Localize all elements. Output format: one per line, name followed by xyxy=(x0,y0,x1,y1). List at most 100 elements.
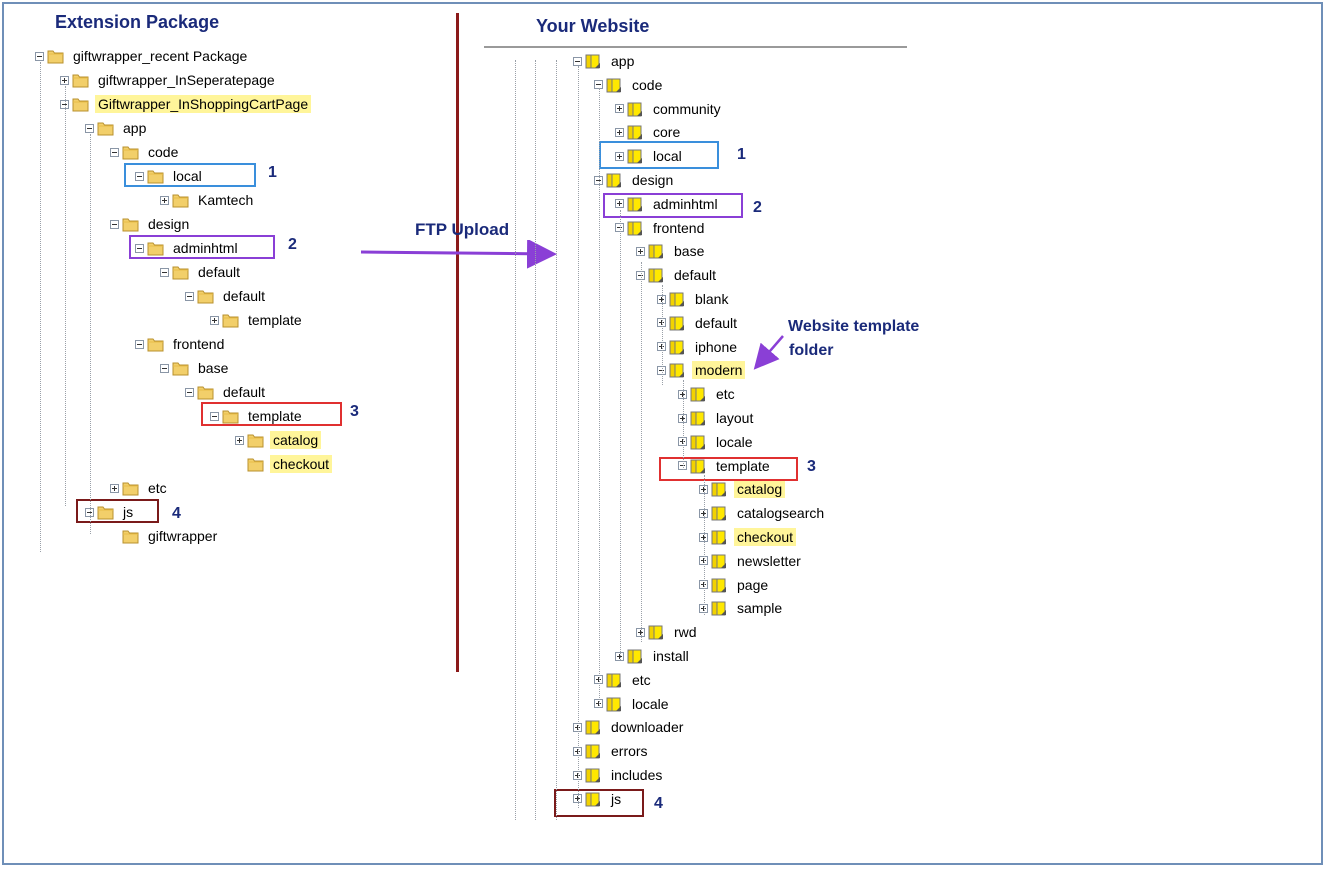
tree-item[interactable]: code xyxy=(110,142,181,162)
tree-item[interactable]: default xyxy=(185,382,268,402)
tree-item[interactable]: frontend xyxy=(135,334,227,354)
collapse-icon[interactable] xyxy=(210,411,219,421)
expand-icon[interactable] xyxy=(699,532,708,542)
expand-icon[interactable] xyxy=(573,722,582,732)
tree-item[interactable]: design xyxy=(594,170,676,190)
expand-icon[interactable] xyxy=(678,389,687,399)
expand-icon[interactable] xyxy=(636,246,645,256)
tree-item[interactable]: js xyxy=(85,502,136,522)
collapse-icon[interactable] xyxy=(135,171,144,181)
collapse-icon[interactable] xyxy=(85,507,94,517)
tree-item[interactable]: errors xyxy=(573,741,651,761)
tree-item[interactable]: etc xyxy=(110,478,170,498)
tree-item[interactable]: base xyxy=(160,358,231,378)
tree-item[interactable]: rwd xyxy=(636,622,700,642)
tree-item[interactable]: app xyxy=(85,118,149,138)
tree-item[interactable]: blank xyxy=(657,289,731,309)
collapse-icon[interactable] xyxy=(185,291,194,301)
expand-icon[interactable] xyxy=(615,127,624,137)
expand-icon[interactable] xyxy=(594,675,603,685)
tree-item[interactable]: community xyxy=(615,99,724,119)
tree-item[interactable]: core xyxy=(615,122,683,142)
expand-icon[interactable] xyxy=(615,651,624,661)
tree-item[interactable]: iphone xyxy=(657,337,740,357)
tree-item[interactable]: modern xyxy=(657,360,746,380)
tree-item[interactable]: etc xyxy=(678,384,738,404)
tree-item[interactable]: local xyxy=(135,166,205,186)
tree-item[interactable]: locale xyxy=(678,432,756,452)
expand-icon[interactable] xyxy=(160,195,169,205)
tree-item[interactable]: catalogsearch xyxy=(699,503,827,523)
expand-icon[interactable] xyxy=(60,75,69,85)
collapse-icon[interactable] xyxy=(573,56,582,66)
tree-item[interactable]: base xyxy=(636,241,707,261)
tree-item[interactable]: design xyxy=(110,214,192,234)
tree-item[interactable]: checkout xyxy=(235,454,333,474)
collapse-icon[interactable] xyxy=(615,223,624,233)
collapse-icon[interactable] xyxy=(110,219,119,229)
collapse-icon[interactable] xyxy=(636,270,645,280)
collapse-icon[interactable] xyxy=(60,99,69,109)
tree-item[interactable]: locale xyxy=(594,694,672,714)
collapse-icon[interactable] xyxy=(160,267,169,277)
tree-item[interactable]: catalog xyxy=(699,479,786,499)
collapse-icon[interactable] xyxy=(110,147,119,157)
tree-item[interactable]: default xyxy=(657,313,740,333)
expand-icon[interactable] xyxy=(636,627,645,637)
collapse-icon[interactable] xyxy=(594,80,603,90)
tree-item[interactable]: local xyxy=(615,146,685,166)
collapse-icon[interactable] xyxy=(135,243,144,253)
tree-item[interactable]: newsletter xyxy=(699,551,804,571)
tree-item[interactable]: downloader xyxy=(573,717,686,737)
tree-item[interactable]: adminhtml xyxy=(615,194,721,214)
expand-icon[interactable] xyxy=(699,580,708,590)
expand-icon[interactable] xyxy=(210,315,219,325)
expand-icon[interactable] xyxy=(699,484,708,494)
expand-icon[interactable] xyxy=(699,556,708,566)
expand-icon[interactable] xyxy=(573,794,582,804)
expand-icon[interactable] xyxy=(657,294,666,304)
collapse-icon[interactable] xyxy=(35,51,44,61)
tree-item[interactable]: adminhtml xyxy=(135,238,241,258)
expand-icon[interactable] xyxy=(615,151,624,161)
tree-item[interactable]: catalog xyxy=(235,430,322,450)
tree-item[interactable]: default xyxy=(160,262,243,282)
collapse-icon[interactable] xyxy=(160,363,169,373)
tree-item[interactable]: default xyxy=(636,265,719,285)
expand-icon[interactable] xyxy=(678,413,687,423)
tree-item[interactable]: frontend xyxy=(615,218,707,238)
tree-item[interactable]: checkout xyxy=(699,527,797,547)
collapse-icon[interactable] xyxy=(594,175,603,185)
collapse-icon[interactable] xyxy=(678,461,687,471)
tree-item[interactable]: Kamtech xyxy=(160,190,256,210)
expand-icon[interactable] xyxy=(573,770,582,780)
expand-icon[interactable] xyxy=(657,318,666,328)
tree-item[interactable]: page xyxy=(699,575,771,595)
tree-item[interactable]: template xyxy=(678,456,773,476)
tree-item[interactable]: template xyxy=(210,310,305,330)
tree-item[interactable]: sample xyxy=(699,598,785,618)
tree-item[interactable]: giftwrapper_recent Package xyxy=(35,46,250,66)
tree-item[interactable]: Giftwrapper_InShoppingCartPage xyxy=(60,94,312,114)
tree-item[interactable]: install xyxy=(615,646,692,666)
tree-item[interactable]: default xyxy=(185,286,268,306)
tree-item[interactable]: etc xyxy=(594,670,654,690)
tree-item[interactable]: template xyxy=(210,406,305,426)
expand-icon[interactable] xyxy=(573,746,582,756)
collapse-icon[interactable] xyxy=(135,339,144,349)
expand-icon[interactable] xyxy=(678,437,687,447)
expand-icon[interactable] xyxy=(235,435,244,445)
tree-item[interactable]: js xyxy=(573,789,624,809)
collapse-icon[interactable] xyxy=(657,365,666,375)
expand-icon[interactable] xyxy=(657,342,666,352)
expand-icon[interactable] xyxy=(699,603,708,613)
tree-item[interactable]: giftwrapper_InSeperatepage xyxy=(60,70,278,90)
expand-icon[interactable] xyxy=(699,508,708,518)
expand-icon[interactable] xyxy=(615,104,624,114)
expand-icon[interactable] xyxy=(594,699,603,709)
tree-item[interactable]: app xyxy=(573,51,637,71)
tree-item[interactable]: giftwrapper xyxy=(110,526,220,546)
expand-icon[interactable] xyxy=(615,199,624,209)
collapse-icon[interactable] xyxy=(85,123,94,133)
expand-icon[interactable] xyxy=(110,483,119,493)
